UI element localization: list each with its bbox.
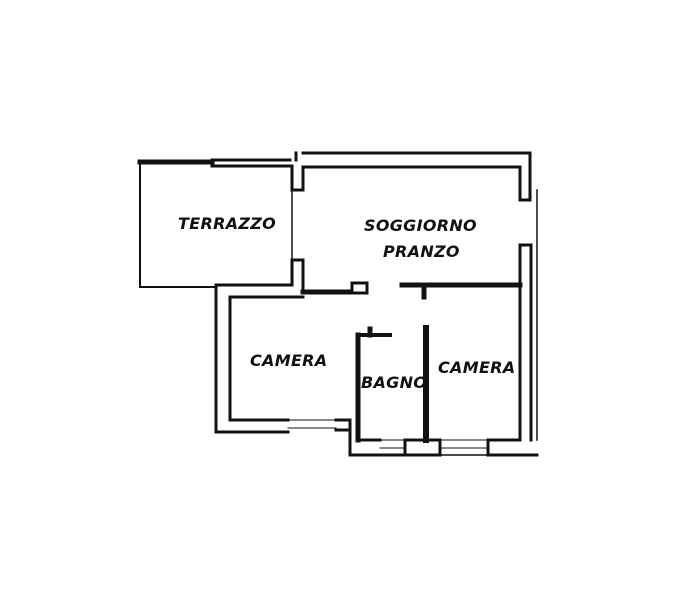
bagno-walls [348, 326, 407, 457]
camera-right-bottom-wall [439, 438, 539, 457]
room-label-soggiorno: SOGGIORNO [364, 216, 477, 235]
room-label-pranzo: PRANZO [383, 242, 460, 261]
terrazzo-walls [137, 158, 294, 288]
room-label-camera-left: CAMERA [250, 351, 328, 370]
camera-left-walls [214, 258, 369, 434]
room-label-terrazzo: TERRAZZO [178, 214, 277, 233]
right-exterior-wall [518, 189, 538, 442]
room-label-camera-right: CAMERA [438, 358, 516, 377]
room-label-bagno: BAGNO [361, 373, 428, 392]
soggiorno-top-wall [290, 151, 532, 202]
camera-right-top-wall [399, 282, 523, 300]
